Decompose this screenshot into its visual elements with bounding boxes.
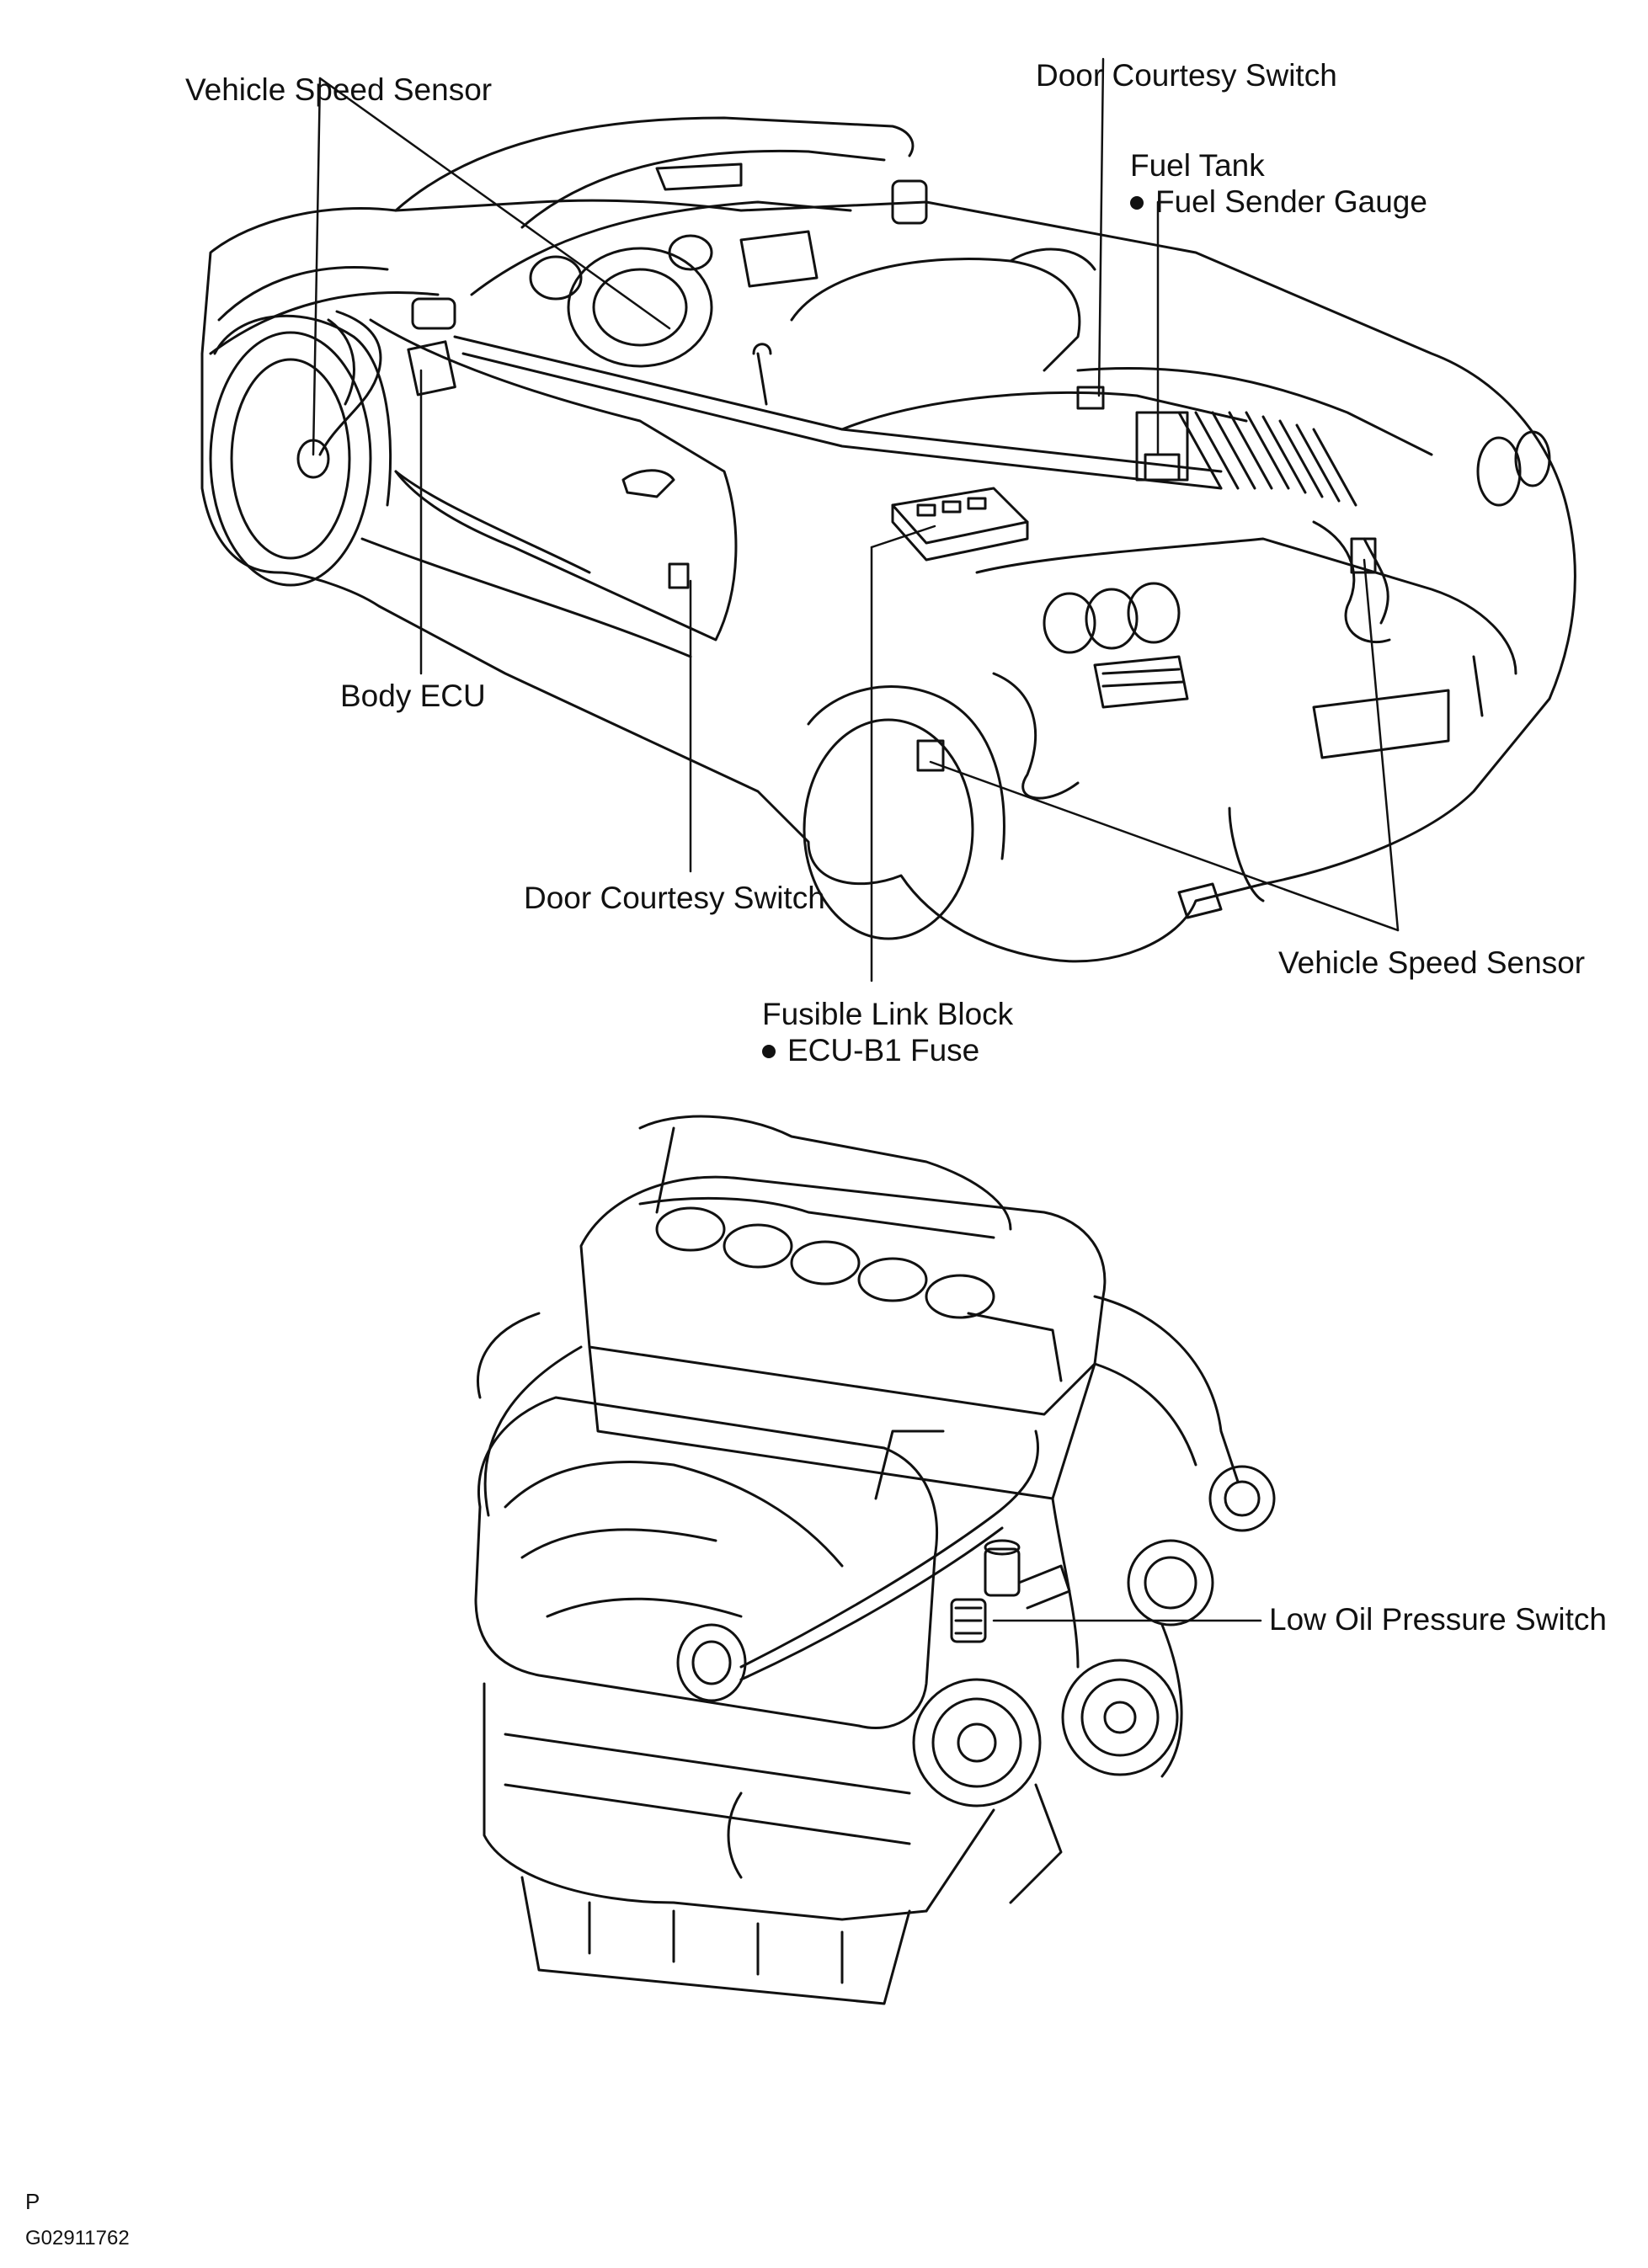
tail-lights [1043,430,1551,654]
ecu-b1-fuse-text: ECU-B1 Fuse [787,1033,980,1067]
windshield [394,116,915,212]
label-fuel-tank: Fuel Tank [1130,148,1265,183]
low-oil-pressure-switch-part [950,1539,1071,1643]
wiring-harness-rear-left [992,672,1080,800]
label-vehicle-speed-sensor-right: Vehicle Speed Sensor [1278,945,1586,980]
seat [790,258,1081,372]
body-ecu-box [407,340,456,397]
valve-cover [579,1175,1107,1416]
label-ecu-b1-fuse: ECU-B1 Fuse [762,1032,979,1069]
side-mirror [411,297,456,330]
engine-pulleys [912,1465,1276,1807]
wiring-harness-rear-right [1312,520,1391,644]
door-courtesy-switch-top-part [1076,386,1105,410]
footer-letter: P [25,2189,40,2214]
rear-wheel [803,718,974,940]
steering-wheel [567,247,713,368]
bullet-icon [1130,196,1144,210]
car-illustration [200,116,1576,963]
bullet-icon [762,1045,776,1058]
label-low-oil-pressure-switch: Low Oil Pressure Switch [1269,1602,1607,1637]
rear-right-speed-sensor [1350,537,1377,574]
door [369,318,738,642]
label-fuel-sender-gauge: Fuel Sender Gauge [1130,184,1427,221]
wiring-harness-front [318,310,382,456]
label-door-courtesy-switch-top: Door Courtesy Switch [1036,58,1337,93]
fuel-sender-gauge-text: Fuel Sender Gauge [1155,184,1427,219]
leader-lines [312,57,1400,1622]
label-vehicle-speed-sensor-top: Vehicle Speed Sensor [185,72,493,107]
footer-figure-code: G02911762 [25,2227,130,2249]
camshaft-ridges [655,1206,995,1319]
car-body-outline [200,199,1576,963]
label-body-ecu: Body ECU [340,679,486,713]
rear-left-speed-sensor [916,739,945,772]
engine-illustration [474,1115,1276,2005]
engine-block [483,1682,928,1921]
label-fusible-link-block: Fusible Link Block [762,997,1014,1031]
throttle-body [676,1623,747,1702]
rear-deck-vents [1177,411,1357,507]
front-wheel [209,331,372,587]
fusible-link-block-drawing [891,487,1029,562]
label-door-courtesy-switch-bottom: Door Courtesy Switch [524,881,825,915]
door-switch-bottom-part [668,562,690,589]
